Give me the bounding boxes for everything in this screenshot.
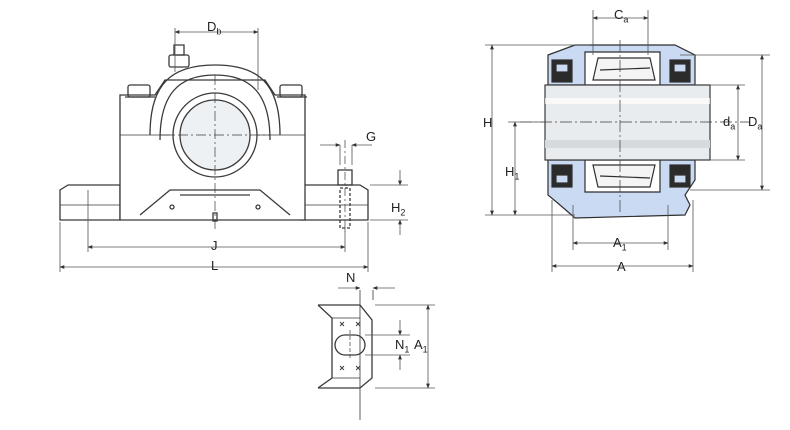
dim-label-Ca-main: C: [614, 7, 624, 22]
dim-label-da-main: d: [723, 114, 731, 129]
dim-label-N1-sub: 1: [404, 344, 410, 355]
dim-label-H: H: [483, 115, 493, 130]
dim-label-foot-A1: A1: [414, 338, 428, 355]
foot-outline: [318, 304, 373, 389]
dim-label-G: G: [366, 129, 377, 144]
dim-label-N1: N1: [395, 338, 409, 355]
dim-label-A: A: [617, 259, 626, 274]
dim-label-Da-sub: a: [757, 121, 763, 132]
dim-label-section-A1: A1: [613, 236, 627, 253]
front-view: [59, 44, 369, 232]
dim-label-H1-sub: 1: [514, 171, 520, 182]
dim-label-foot-A1-main: A: [414, 337, 423, 352]
dim-label-N: N: [346, 270, 356, 285]
section-view: [547, 44, 696, 219]
foot-dimensions: [338, 286, 435, 389]
dim-label-L: L: [211, 258, 219, 273]
shaft: [520, 40, 750, 215]
foot-detail-view: [317, 290, 374, 420]
dim-label-H2-sub: 2: [400, 207, 406, 218]
dim-label-J: J: [211, 238, 218, 253]
dim-label-Db-main: D: [207, 19, 217, 34]
dim-label-Ca: Ca: [614, 8, 628, 25]
section-dimensions: [485, 10, 770, 272]
housing-base: [59, 184, 121, 221]
dim-label-Db-sub: b: [216, 26, 222, 37]
dim-label-foot-A1-sub: 1: [422, 344, 428, 355]
dim-label-Db: Db: [207, 20, 221, 37]
dim-label-H2: H2: [391, 201, 405, 218]
dim-label-N1-main: N: [395, 337, 405, 352]
dim-label-Da: Da: [748, 115, 762, 132]
dim-label-H1-main: H: [505, 164, 515, 179]
dim-label-Ca-sub: a: [623, 14, 629, 25]
dim-label-H2-main: H: [391, 200, 401, 215]
dim-label-section-A1-sub: 1: [621, 242, 627, 253]
dim-label-Da-main: D: [748, 114, 758, 129]
housing-cap: [149, 64, 281, 136]
dim-label-H1: H1: [505, 165, 519, 182]
dim-label-da-sub: a: [730, 121, 736, 132]
dim-label-da: da: [723, 115, 735, 132]
dim-label-section-A1-main: A: [613, 235, 622, 250]
front-dimensions: [59, 28, 408, 272]
